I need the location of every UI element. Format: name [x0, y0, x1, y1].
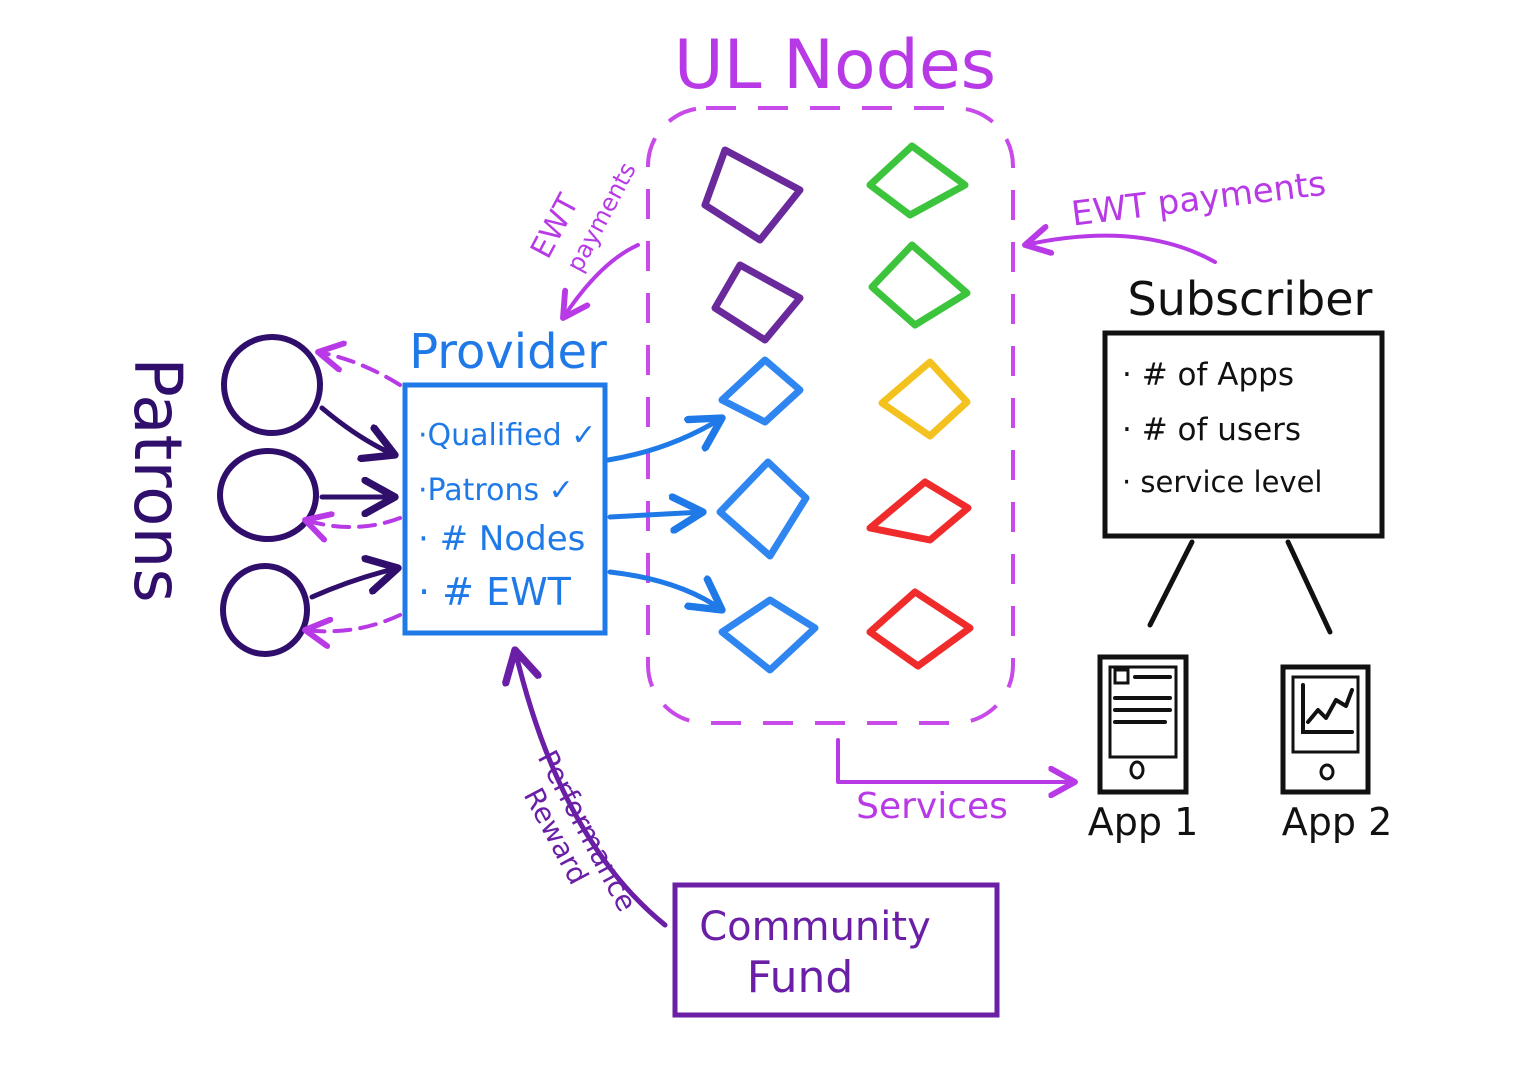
return-arrow-3 [305, 613, 402, 631]
node-red-1 [866, 478, 972, 544]
provider-box [402, 382, 608, 636]
provider-item-patrons: ·Patrons ✓ [418, 473, 574, 508]
app-1-frame [1097, 654, 1189, 795]
patron-circle-1 [221, 334, 323, 436]
app-2-label: App 2 [1282, 800, 1393, 844]
community-fund-box [672, 882, 1000, 1018]
subscriber-box [1102, 330, 1385, 539]
app-2-device [1280, 664, 1371, 795]
return-arrow-1 [318, 352, 402, 387]
app-2-chart-axis [1301, 683, 1354, 734]
patrons-label: Patrons [119, 357, 196, 602]
provider-arrow-1 [605, 418, 722, 463]
node-red-2 [866, 588, 974, 670]
node-green-2 [868, 241, 971, 329]
community-fund-line2: Fund [747, 952, 854, 1003]
patron-circle-2 [217, 448, 319, 542]
subscriber-line-app1 [1147, 539, 1195, 628]
return-arrow-2 [305, 518, 402, 527]
node-yellow-1 [878, 358, 971, 440]
provider-arrow-2 [607, 512, 703, 517]
provider-item-qualified: ·Qualified ✓ [418, 418, 596, 453]
app-2-inner [1291, 675, 1360, 754]
subscriber-item-apps: · # of Apps [1122, 357, 1294, 393]
app-1-label: App 1 [1088, 800, 1199, 844]
ul-nodes-container [646, 106, 1015, 725]
ewt-right-arrow [1025, 236, 1217, 264]
app-2-home-button [1319, 763, 1335, 781]
services-arrow [836, 738, 1075, 782]
app-1-home-button [1129, 760, 1145, 780]
provider-arrow-3 [607, 569, 722, 610]
subscriber-item-users: · # of users [1122, 412, 1301, 448]
app-1-thumb [1113, 668, 1130, 685]
app-2-chart-line [1306, 688, 1354, 724]
app-2-frame [1280, 664, 1371, 795]
performance-reward-arrow [515, 650, 668, 928]
node-blue-1 [718, 356, 804, 426]
patron-arrow-3 [309, 568, 398, 600]
app-1-inner [1108, 665, 1178, 759]
node-purple-2 [711, 261, 804, 344]
performance-reward-label: Performance Reward [517, 745, 643, 917]
ewt-right-label: EWT payments [1069, 164, 1328, 235]
node-purple-1 [701, 146, 804, 244]
provider-item-nodes: · # Nodes [418, 519, 585, 559]
node-green-1 [866, 142, 969, 219]
subscriber-title: Subscriber [1128, 272, 1373, 326]
patron-circle-3 [220, 563, 310, 657]
subscriber-item-service: · service level [1122, 465, 1323, 499]
subscriber-line-app2 [1285, 539, 1333, 635]
provider-item-ewt: · # EWT [418, 570, 572, 614]
services-label: Services [856, 786, 1008, 827]
node-blue-2 [716, 458, 810, 560]
app-1-device [1097, 654, 1189, 795]
ewt-left-arrow [563, 243, 640, 318]
community-fund-line1: Community [699, 904, 931, 950]
patrons-group [217, 334, 323, 657]
provider-title: Provider [409, 324, 607, 380]
node-blue-3 [718, 596, 819, 674]
ewt-payments-left: EWT payments [524, 158, 642, 277]
diagram-title: UL Nodes [674, 26, 996, 105]
node-grid [701, 142, 974, 674]
patron-arrow-1 [319, 405, 395, 455]
